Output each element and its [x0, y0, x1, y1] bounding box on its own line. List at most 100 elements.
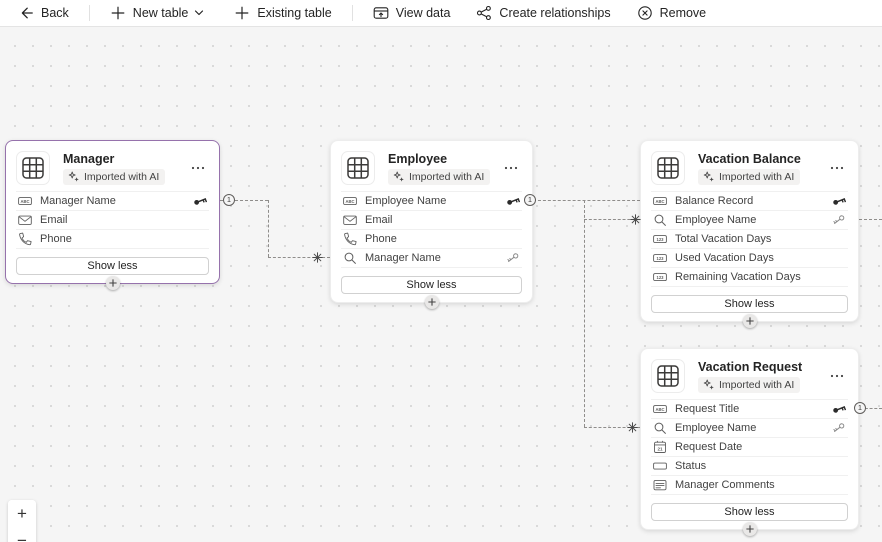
- show-less-button[interactable]: Show less: [341, 276, 522, 294]
- view-data-label: View data: [395, 6, 451, 20]
- table-card-manager[interactable]: Manager Imported with AI Manager Name Em…: [5, 140, 220, 290]
- show-less-button[interactable]: Show less: [651, 503, 848, 521]
- more-options-icon: [829, 164, 845, 172]
- phone-icon: [343, 232, 357, 246]
- table-icon: [651, 359, 685, 393]
- primary-key-icon: [506, 194, 520, 208]
- email-icon: [18, 213, 32, 227]
- number-icon: [653, 232, 667, 246]
- add-field-button[interactable]: [105, 276, 120, 290]
- table-card-vacation-balance[interactable]: Vacation Balance Imported with AI Balanc…: [640, 140, 859, 328]
- chevron-down-icon: [194, 9, 204, 17]
- new-table-label: New table: [132, 6, 189, 20]
- sparkle-icon: [393, 171, 405, 183]
- number-icon: [653, 270, 667, 284]
- table-card-employee[interactable]: Employee Imported with AI Employee Name …: [330, 140, 533, 309]
- table-icon: [651, 151, 685, 185]
- view-data-button[interactable]: View data: [367, 0, 457, 27]
- text-field-icon: [653, 402, 667, 416]
- more-options-button[interactable]: [189, 161, 207, 175]
- zoom-control: + −: [8, 500, 36, 542]
- view-data-icon: [373, 5, 389, 21]
- more-options-button[interactable]: [828, 369, 846, 383]
- text-field-icon: [18, 194, 32, 208]
- add-field-icon: [428, 298, 436, 306]
- relationship-line-manager-employee: [220, 200, 268, 201]
- back-label: Back: [41, 6, 69, 20]
- add-field-button[interactable]: [742, 314, 757, 328]
- remove-icon: [637, 5, 653, 21]
- cardinality-one-badge: 1: [223, 194, 235, 206]
- field-row[interactable]: Manager Name: [341, 249, 522, 268]
- email-icon: [343, 213, 357, 227]
- field-row[interactable]: Request Title: [651, 400, 848, 419]
- zoom-in-button[interactable]: +: [8, 500, 36, 527]
- add-field-icon: [746, 317, 754, 325]
- existing-table-button[interactable]: Existing table: [228, 0, 337, 27]
- imported-with-ai-badge: Imported with AI: [388, 169, 491, 185]
- create-relationships-icon: [476, 5, 492, 21]
- table-icon: [16, 151, 50, 185]
- remove-label: Remove: [659, 6, 707, 20]
- sparkle-icon: [703, 171, 715, 183]
- add-field-button[interactable]: [742, 522, 757, 536]
- field-row[interactable]: Remaining Vacation Days: [651, 268, 848, 287]
- add-field-icon: [109, 279, 117, 287]
- relationship-line-employee-vacation-request: [584, 427, 640, 428]
- designer-canvas[interactable]: 1 1 1 Manager Imported with AI Manager N…: [0, 27, 882, 542]
- many-asterisk-icon: [627, 422, 638, 433]
- field-row[interactable]: Employee Name: [341, 192, 522, 211]
- phone-icon: [18, 232, 32, 246]
- text-field-icon: [343, 194, 357, 208]
- field-row[interactable]: Manager Name: [16, 192, 209, 211]
- show-less-button[interactable]: Show less: [651, 295, 848, 313]
- existing-table-label: Existing table: [257, 6, 332, 20]
- relationship-line-offcanvas-right: [859, 219, 882, 220]
- date-icon: [653, 440, 667, 454]
- field-row[interactable]: Email: [341, 211, 522, 230]
- table-card-vacation-request[interactable]: Vacation Request Imported with AI Reques…: [640, 348, 859, 536]
- lookup-icon: [653, 213, 667, 227]
- number-icon: [653, 251, 667, 265]
- lookup-icon: [343, 251, 357, 265]
- many-asterisk-icon: [312, 252, 323, 263]
- create-relationships-button[interactable]: Create relationships: [470, 0, 616, 27]
- top-toolbar: Back New table Existing table View data …: [0, 0, 882, 27]
- field-row[interactable]: Employee Name: [651, 211, 848, 230]
- plus-icon: [234, 5, 250, 21]
- create-relationships-label: Create relationships: [499, 6, 611, 20]
- show-less-button[interactable]: Show less: [16, 257, 209, 275]
- relationship-line-manager-employee: [268, 257, 330, 258]
- add-field-button[interactable]: [424, 295, 439, 309]
- field-row[interactable]: Email: [16, 211, 209, 230]
- field-row[interactable]: Request Date: [651, 438, 848, 457]
- field-row[interactable]: Phone: [341, 230, 522, 249]
- field-row[interactable]: Employee Name: [651, 419, 848, 438]
- more-options-button[interactable]: [502, 161, 520, 175]
- primary-key-icon: [832, 402, 846, 416]
- relationship-line-employee-vacation: [584, 200, 585, 427]
- toolbar-separator: [88, 5, 90, 21]
- back-button[interactable]: Back: [12, 0, 75, 27]
- relationship-line-employee-vacation: [533, 200, 640, 201]
- lookup-icon: [653, 421, 667, 435]
- field-row[interactable]: Used Vacation Days: [651, 249, 848, 268]
- table-icon: [341, 151, 375, 185]
- table-title: Vacation Request: [698, 360, 803, 374]
- back-icon: [18, 5, 34, 21]
- plus-icon: [110, 5, 126, 21]
- new-table-button[interactable]: New table: [104, 0, 211, 27]
- zoom-out-button[interactable]: −: [8, 527, 36, 542]
- field-row[interactable]: Total Vacation Days: [651, 230, 848, 249]
- toolbar-separator: [351, 5, 353, 21]
- relationship-line-employee-vacation-balance: [584, 219, 640, 220]
- field-row[interactable]: Manager Comments: [651, 476, 848, 495]
- remove-button[interactable]: Remove: [631, 0, 713, 27]
- field-row[interactable]: Balance Record: [651, 192, 848, 211]
- multiline-icon: [653, 478, 667, 492]
- relationship-line-manager-employee: [268, 200, 269, 257]
- primary-key-icon: [193, 194, 207, 208]
- field-row[interactable]: Phone: [16, 230, 209, 249]
- field-row[interactable]: Status: [651, 457, 848, 476]
- more-options-button[interactable]: [828, 161, 846, 175]
